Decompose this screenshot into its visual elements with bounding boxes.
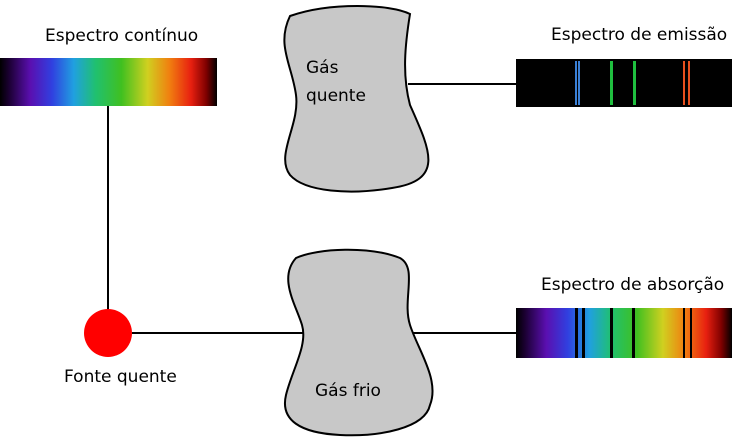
absorption-line-2	[582, 308, 585, 358]
connector-lines	[107, 83, 516, 334]
emission-line-red	[683, 61, 685, 105]
hot-gas-label-line1: Gás	[306, 58, 339, 78]
absorption-line-4	[632, 308, 635, 358]
hot-source-label: Fonte quente	[64, 367, 177, 387]
absorption-line-5	[683, 308, 685, 358]
absorption-spectrum-bar	[516, 308, 732, 358]
emission-background	[516, 59, 732, 107]
emission-spectrum-bar	[516, 59, 732, 107]
emission-spectrum-label: Espectro de emissão	[551, 25, 727, 45]
absorption-spectrum-label: Espectro de absorção	[541, 275, 724, 295]
absorption-line-1	[575, 308, 578, 358]
hot-source-icon	[84, 309, 132, 357]
emission-line-green-2	[633, 61, 636, 105]
cold-gas-label: Gás frio	[315, 381, 381, 401]
hot-gas-cloud-icon	[283, 5, 430, 193]
continuous-spectrum-bar	[0, 58, 217, 106]
emission-line-blue-2	[578, 61, 580, 105]
emission-line-green	[610, 61, 613, 105]
hot-gas-label-line2: quente	[306, 86, 366, 106]
emission-line-red-2	[688, 61, 690, 105]
emission-line-blue	[575, 61, 577, 105]
continuous-spectrum-label: Espectro contínuo	[45, 26, 198, 46]
absorption-line-3	[610, 308, 613, 358]
cold-gas-cloud-icon	[283, 248, 434, 437]
absorption-line-6	[690, 308, 692, 358]
absorption-rainbow	[516, 308, 732, 358]
